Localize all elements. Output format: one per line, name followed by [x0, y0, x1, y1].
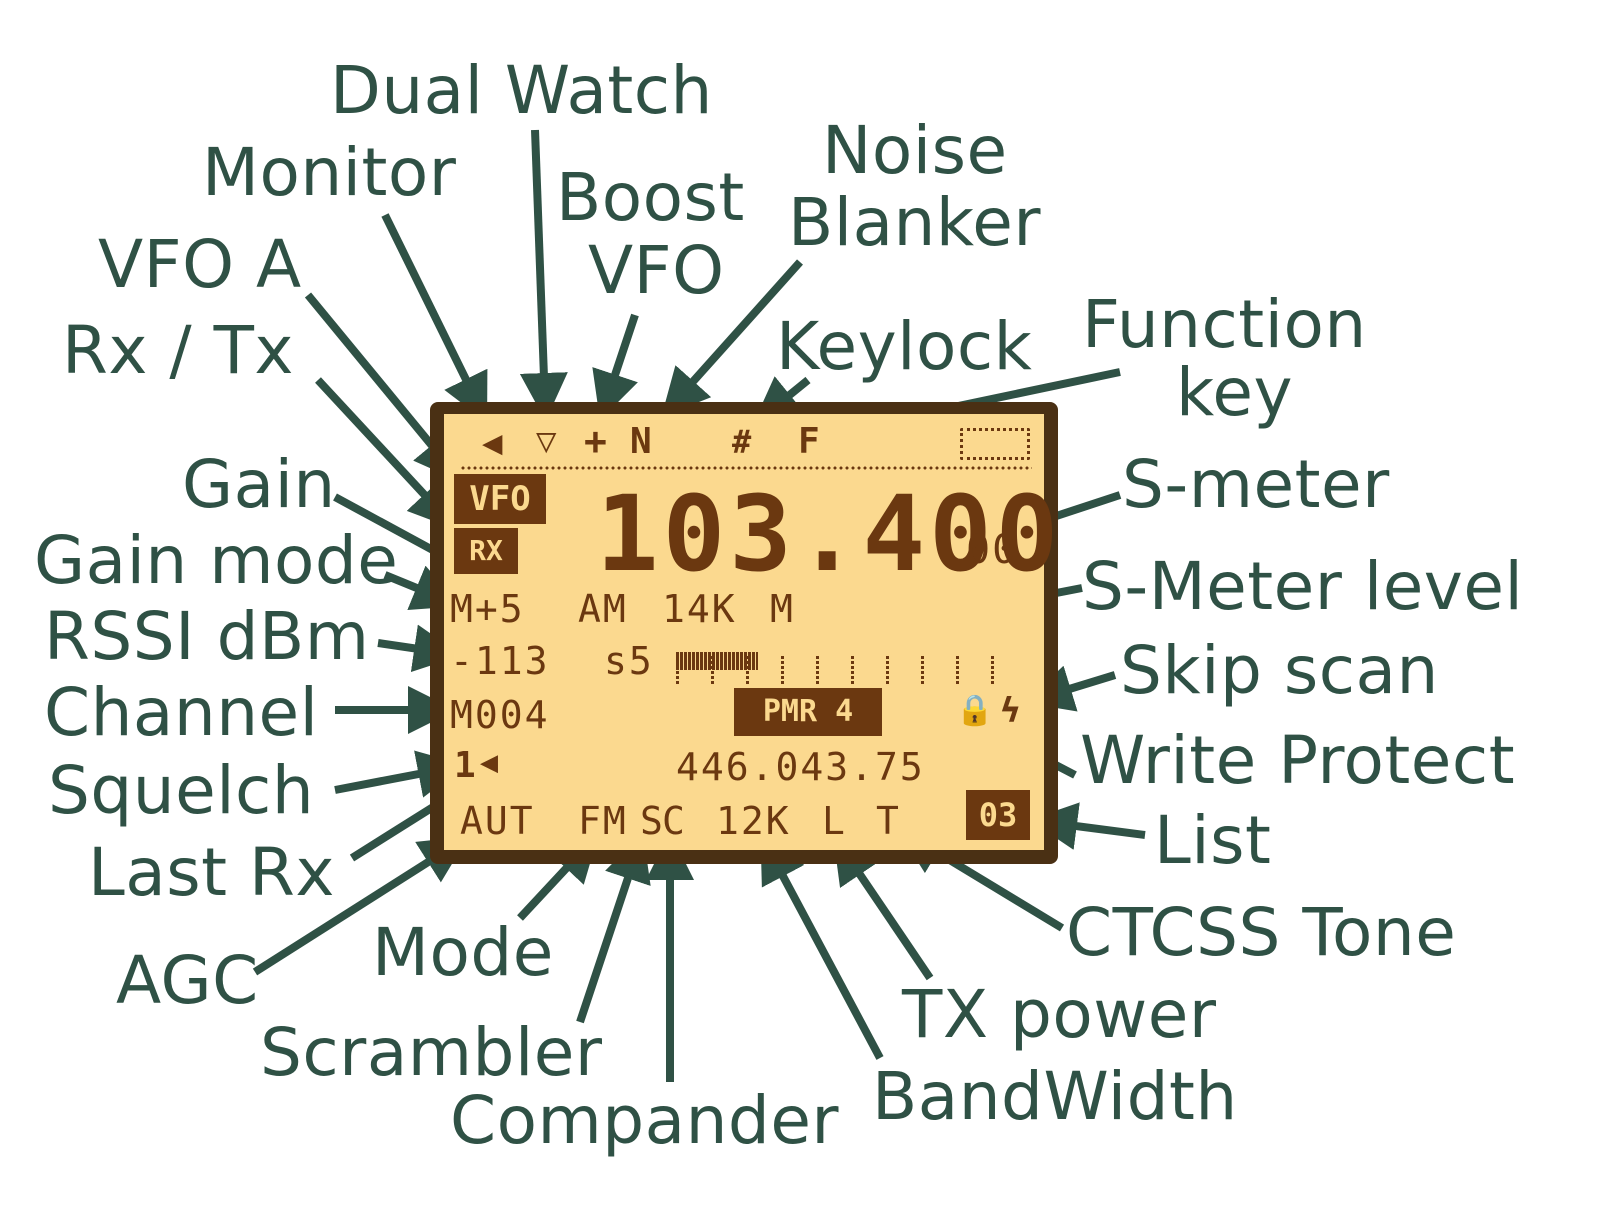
arrow-dual-watch [519, 129, 568, 421]
label-skip-scan: Skip scan [1120, 632, 1439, 709]
scrambler-indicator: S [640, 799, 665, 843]
label-rx-tx: Rx / Tx [62, 312, 294, 389]
label-s-meter-level: S-Meter level [1082, 548, 1524, 625]
status-divider [460, 466, 1032, 470]
function-key-indicator: F [798, 421, 822, 462]
bandwidth-readout: 12K [716, 799, 791, 843]
s-meter-tick [921, 656, 924, 686]
arrow-tx-power [833, 834, 934, 981]
label-rssi-dbm: RSSI dBm [44, 598, 370, 675]
s-meter-tick [991, 656, 994, 686]
label-function-key-line2: key [1176, 354, 1294, 431]
write-protect-icon: 🔒 [956, 693, 996, 728]
label-list: List [1154, 802, 1272, 879]
keylock-icon: # [732, 423, 754, 461]
arrow-agc [252, 836, 469, 976]
last-rx-icon: ◀ [480, 745, 501, 780]
noise-blanker-indicator: N [630, 421, 654, 462]
s-meter-tick [956, 656, 959, 686]
channel-name-badge: PMR 4 [734, 688, 882, 736]
skip-scan-icon: ϟ [1000, 691, 1023, 731]
tx-power-readout: L [822, 799, 847, 843]
s-meter-tick [886, 656, 889, 686]
label-channel: Channel [44, 674, 319, 751]
agc-readout: AUT [460, 799, 535, 843]
label-keylock: Keylock [776, 308, 1033, 385]
gain-readout: M+5 [450, 587, 525, 631]
label-gain: Gain [182, 446, 336, 523]
label-monitor: Monitor [202, 134, 457, 211]
arrow-scrambler [576, 832, 651, 1024]
label-gain-mode: Gain mode [34, 522, 399, 599]
label-ctcss-tone: CTCSS Tone [1066, 894, 1457, 971]
arrow-vfo-a [304, 292, 463, 483]
boost-icon: + [584, 419, 609, 463]
monitor-icon: ◀ [482, 423, 505, 463]
label-function-key-line1: Function [1082, 286, 1367, 363]
label-scrambler: Scrambler [260, 1014, 603, 1091]
step-mode-readout: M [770, 587, 795, 631]
s-meter-tick [781, 656, 784, 686]
channel-number: M004 [450, 693, 550, 737]
main-frequency-suffix: 00 [966, 527, 1019, 573]
label-dual-watch: Dual Watch [330, 52, 713, 129]
rssi-readout: -113 [450, 639, 550, 683]
s-meter-tick [676, 656, 679, 686]
modulation-readout: AM [578, 587, 628, 631]
dual-watch-icon: ▽ [536, 421, 559, 461]
label-squelch: Squelch [48, 752, 315, 829]
label-noise-blanker-line1: Noise [822, 112, 1008, 189]
label-boost-vfo-line2: VFO [588, 232, 725, 309]
s-meter-tick [816, 656, 819, 686]
label-tx-power: TX power [902, 976, 1217, 1053]
mode-readout: FM [578, 799, 628, 843]
vfo-badge: VFO [454, 474, 546, 524]
s-meter [676, 646, 1026, 686]
main-frequency: 103.400 [596, 473, 1063, 595]
arrow-rx-tx [315, 377, 457, 530]
label-agc: AGC [116, 942, 259, 1019]
s-meter-tick [711, 656, 714, 686]
squelch-level: 1 [454, 745, 478, 786]
arrow-noise-blanker [661, 259, 803, 417]
ctcss-indicator: T [876, 799, 901, 843]
label-mode: Mode [372, 914, 554, 991]
arrow-boost-vfo [592, 313, 639, 421]
label-boost-vfo-line1: Boost [556, 159, 745, 236]
main-bandwidth-readout: 14K [662, 587, 737, 631]
second-frequency: 446.043.75 [676, 745, 925, 789]
list-badge: 03 [966, 790, 1030, 840]
s-meter-fill [676, 652, 758, 670]
lcd-screen: ◀ ▽ + N # F VFO RX 103.400 00 M+5 AM 14K… [444, 414, 1058, 850]
label-s-meter: S-meter [1122, 446, 1390, 523]
s-meter-tick [746, 656, 749, 686]
label-last-rx: Last Rx [88, 834, 335, 911]
label-compander: Compander [450, 1082, 840, 1159]
arrow-bandwidth [760, 833, 884, 1060]
label-write-protect: Write Protect [1080, 722, 1516, 799]
label-vfo-a: VFO A [98, 226, 302, 303]
arrow-list [1029, 802, 1146, 850]
arrow-monitor [381, 213, 488, 423]
compander-indicator: C [662, 799, 687, 843]
battery-icon [960, 428, 1030, 460]
s-meter-tick [851, 656, 854, 686]
label-bandwidth: BandWidth [872, 1058, 1238, 1135]
s-unit-readout: s5 [604, 639, 654, 683]
rxtx-badge: RX [454, 528, 518, 574]
label-noise-blanker-line2: Blanker [788, 184, 1041, 261]
